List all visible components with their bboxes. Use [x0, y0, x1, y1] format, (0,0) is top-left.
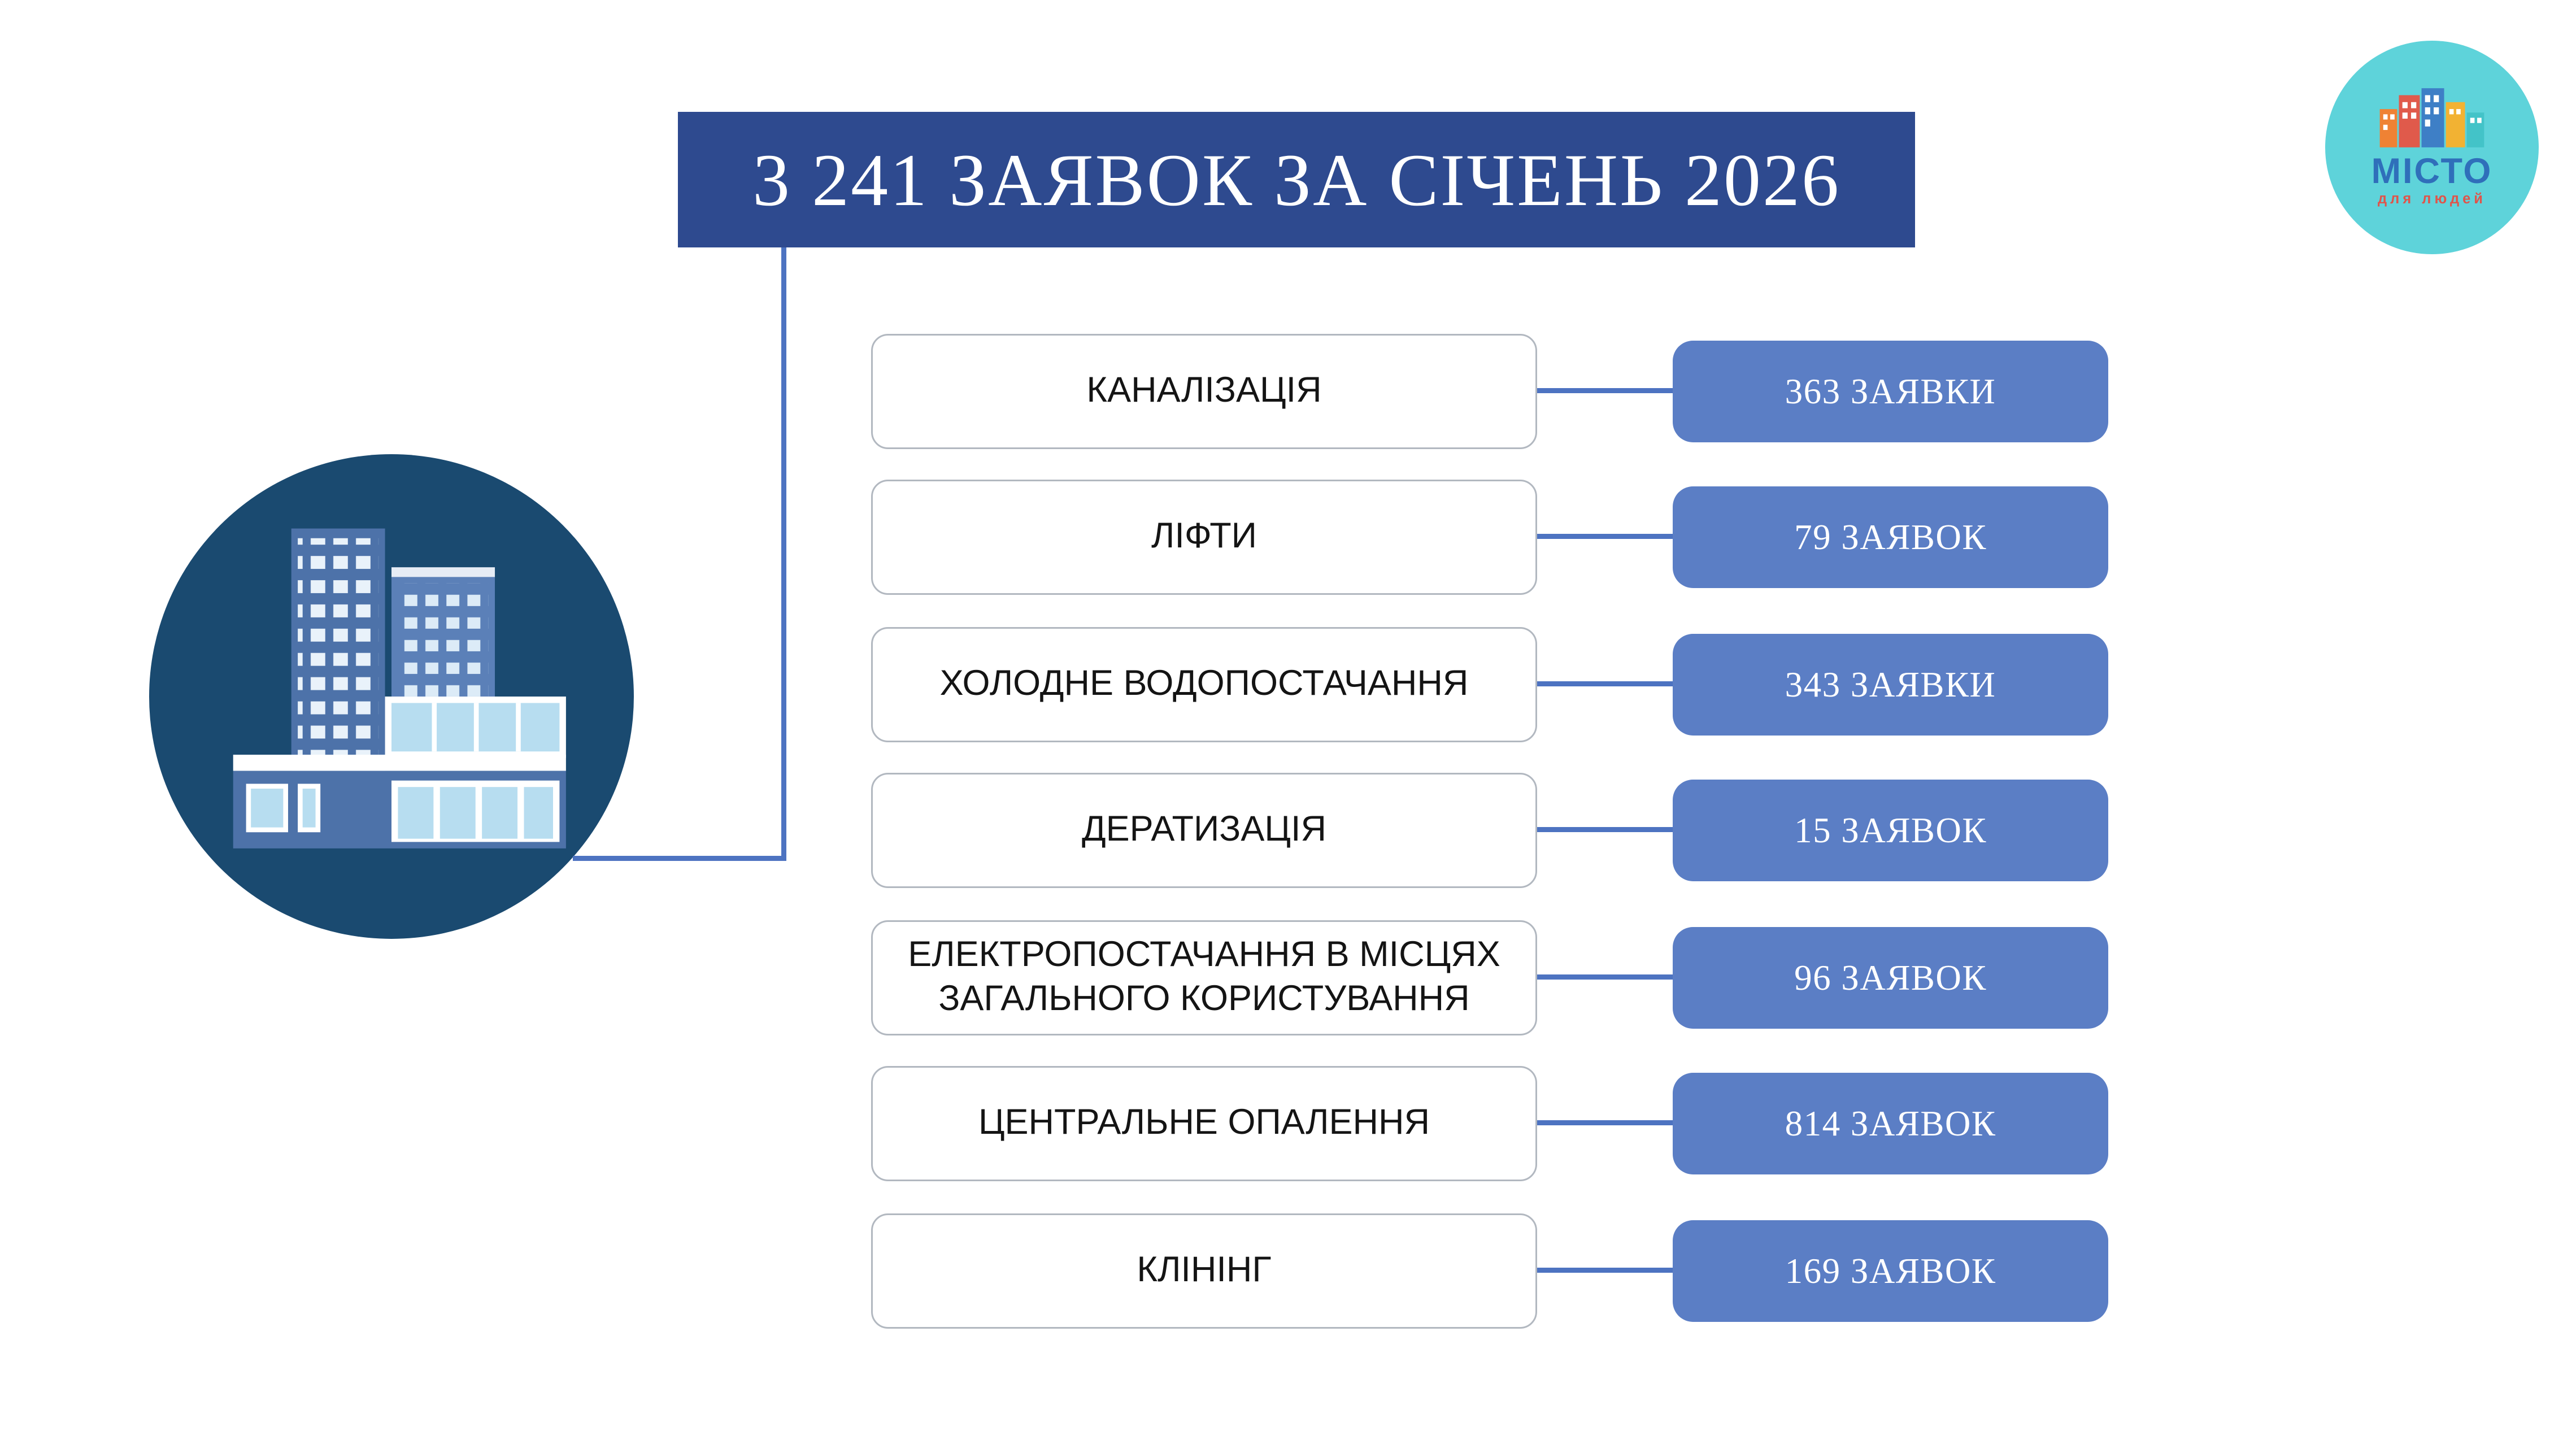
brand-logo: МІСТО для людей [2325, 41, 2539, 254]
category-row: ЕЛЕКТРОПОСТАЧАННЯ В МІСЦЯХ ЗАГАЛЬНОГО КО… [0, 920, 2576, 1035]
value-text: 169 ЗАЯВОК [1785, 1250, 1996, 1291]
page-title: 3 241 ЗАЯВОК ЗА СІЧЕНЬ 2026 [752, 138, 1840, 221]
building-icon [233, 528, 566, 848]
title-banner: 3 241 ЗАЯВОК ЗА СІЧЕНЬ 2026 [678, 112, 1915, 247]
value-text: 15 ЗАЯВОК [1794, 809, 1987, 850]
category-row: ЦЕНТРАЛЬНЕ ОПАЛЕННЯ 814 ЗАЯВОК [0, 1066, 2576, 1181]
category-row: КЛІНІНГ 169 ЗАЯВОК [0, 1213, 2576, 1329]
value-pill: 169 ЗАЯВОК [1673, 1220, 2108, 1322]
category-label: ЛІФТИ [1151, 516, 1257, 556]
category-box: ЕЛЕКТРОПОСТАЧАННЯ В МІСЦЯХ ЗАГАЛЬНОГО КО… [871, 920, 1537, 1035]
category-box: ЛІФТИ [871, 480, 1537, 595]
city-buildings-icon [2379, 88, 2484, 147]
value-text: 343 ЗАЯВКИ [1785, 663, 1996, 704]
connector-line [1537, 827, 1673, 832]
category-box: ЦЕНТРАЛЬНЕ ОПАЛЕННЯ [871, 1066, 1537, 1181]
category-label: ДЕРАТИЗАЦІЯ [1081, 810, 1327, 849]
value-text: 363 ЗАЯВКИ [1785, 370, 1996, 411]
connector-line [1537, 388, 1673, 393]
value-text: 79 ЗАЯВОК [1794, 516, 1987, 557]
connector-line [1537, 534, 1673, 539]
value-pill: 79 ЗАЯВОК [1673, 486, 2108, 588]
category-row: ЛІФТИ 79 ЗАЯВОК [0, 480, 2576, 595]
value-pill: 363 ЗАЯВКИ [1673, 341, 2108, 442]
connector-vertical [781, 247, 786, 859]
connector-to-circle [573, 856, 786, 861]
value-pill: 343 ЗАЯВКИ [1673, 634, 2108, 736]
connector-line [1537, 1120, 1673, 1125]
value-pill: 15 ЗАЯВОК [1673, 780, 2108, 881]
category-row: ДЕРАТИЗАЦІЯ 15 ЗАЯВОК [0, 773, 2576, 888]
value-pill: 96 ЗАЯВОК [1673, 927, 2108, 1029]
category-label: КАНАЛІЗАЦІЯ [1086, 371, 1322, 410]
category-row: ХОЛОДНЕ ВОДОПОСТАЧАННЯ 343 ЗАЯВКИ [0, 627, 2576, 742]
connector-line [1537, 1268, 1673, 1273]
value-text: 96 ЗАЯВОК [1794, 956, 1987, 998]
value-pill: 814 ЗАЯВОК [1673, 1073, 2108, 1174]
category-label: ХОЛОДНЕ ВОДОПОСТАЧАННЯ [939, 664, 1469, 703]
connector-line [1537, 974, 1673, 980]
category-label: ЕЛЕКТРОПОСТАЧАННЯ В МІСЦЯХ ЗАГАЛЬНОГО КО… [908, 935, 1500, 1019]
category-box: ДЕРАТИЗАЦІЯ [871, 773, 1537, 888]
category-box: КАНАЛІЗАЦІЯ [871, 334, 1537, 449]
category-label: ЦЕНТРАЛЬНЕ ОПАЛЕННЯ [978, 1103, 1430, 1142]
logo-wordmark: МІСТО [2371, 153, 2493, 192]
category-row: КАНАЛІЗАЦІЯ 363 ЗАЯВКИ [0, 334, 2576, 449]
category-box: ХОЛОДНЕ ВОДОПОСТАЧАННЯ [871, 627, 1537, 742]
value-text: 814 ЗАЯВОК [1785, 1102, 1996, 1143]
logo-tagline: для людей [2377, 190, 2486, 207]
building-illustration-circle [149, 454, 634, 939]
category-label: КЛІНІНГ [1137, 1250, 1272, 1290]
connector-line [1537, 681, 1673, 686]
category-box: КЛІНІНГ [871, 1213, 1537, 1329]
